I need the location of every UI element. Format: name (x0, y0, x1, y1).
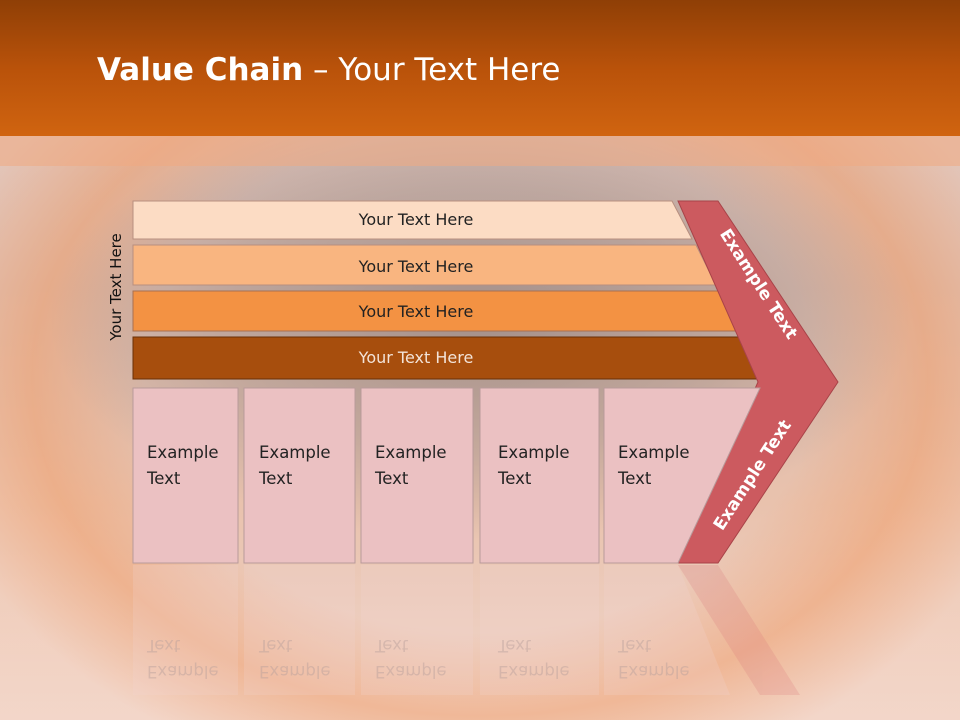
column-4-label: Example Text (498, 443, 570, 488)
bar-3-label: Your Text Here (358, 302, 474, 321)
column-3-label: Example Text (375, 443, 447, 488)
header-bar (0, 0, 960, 136)
bar-4: Your Text Here (132, 336, 765, 380)
reflection-group (133, 565, 800, 695)
column-1-box (132, 387, 239, 564)
header-sub-band (0, 136, 960, 166)
columns-group (132, 387, 761, 564)
column-1-reflection (133, 565, 238, 695)
column-4-reflection (480, 565, 599, 695)
column-5-label: Example Text (618, 443, 690, 488)
column-2-label: Example Text (259, 443, 331, 488)
chevron-reflection (678, 565, 800, 695)
column-5-box (603, 387, 761, 564)
column-4-box (479, 387, 600, 564)
bar-1: Your Text Here (132, 200, 693, 240)
bar-1-shape (132, 200, 693, 240)
column-3-reflection (361, 565, 473, 695)
title-rest: – Your Text Here (303, 52, 561, 88)
column-2-reflection (244, 565, 355, 695)
column-1-label: Example Text (147, 443, 219, 488)
title-bold: Value Chain (97, 52, 304, 88)
page-title: Value Chain – Your Text Here (97, 52, 560, 88)
bar-4-label: Your Text Here (358, 348, 474, 367)
bar-2-label: Your Text Here (358, 257, 474, 276)
bar-3: Your Text Here (132, 290, 740, 332)
column-5-reflection (604, 565, 730, 695)
bar-2: Your Text Here (132, 244, 717, 286)
bar-1-label: Your Text Here (358, 210, 474, 229)
column-3-box (360, 387, 474, 564)
column-2-box (243, 387, 356, 564)
